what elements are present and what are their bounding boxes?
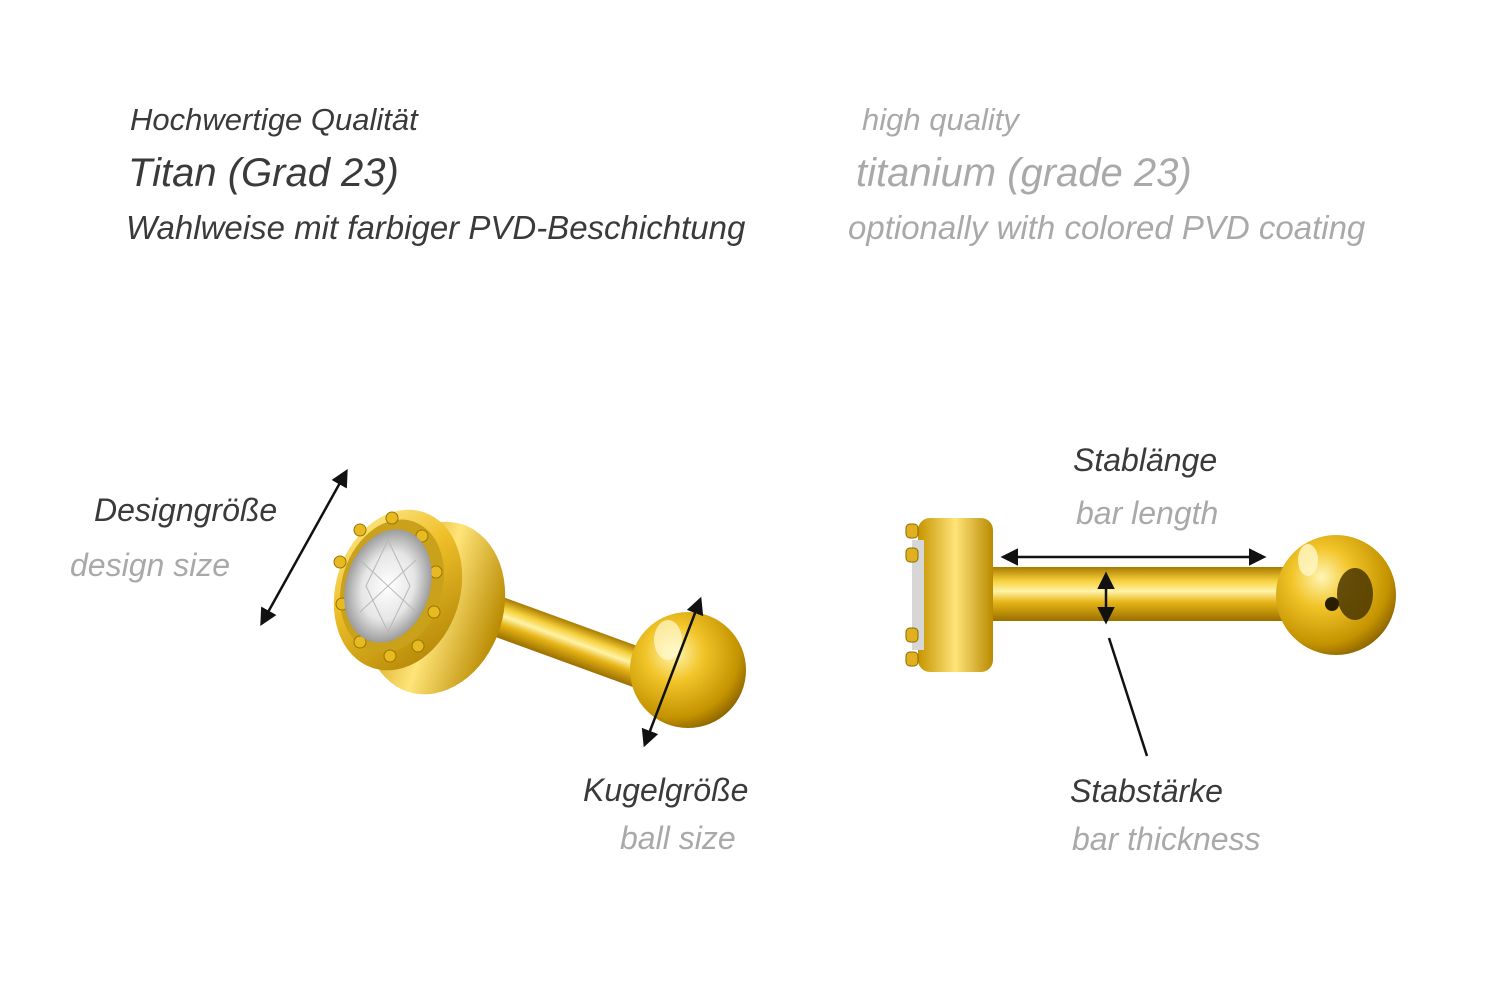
design-size-arrow xyxy=(260,468,348,627)
right-piercing xyxy=(905,518,1396,672)
header-material-en: titanium (grade 23) xyxy=(856,151,1192,195)
right-head xyxy=(918,518,993,672)
right-bar xyxy=(985,567,1285,621)
bar-thickness-pointer xyxy=(1107,637,1149,757)
label-design-size-en: design size xyxy=(70,547,231,583)
header-coating-en: optionally with colored PVD coating xyxy=(848,209,1366,246)
label-design-size-de: Designgröße xyxy=(94,492,278,528)
label-bar-length-de: Stablänge xyxy=(1073,442,1218,478)
label-bar-thickness-de: Stabstärke xyxy=(1070,773,1223,809)
label-ball-size-de: Kugelgröße xyxy=(583,772,749,808)
label-ball-size-en: ball size xyxy=(620,820,736,856)
header-quality-de: Hochwertige Qualität xyxy=(130,102,418,137)
header-coating-de: Wahlweise mit farbiger PVD-Beschichtung xyxy=(126,209,746,246)
left-piercing xyxy=(333,509,746,728)
right-ball xyxy=(1276,535,1396,655)
header-quality-en: high quality xyxy=(862,102,1019,137)
label-bar-thickness-en: bar thickness xyxy=(1072,821,1261,857)
header-material-de: Titan (Grad 23) xyxy=(128,151,399,195)
label-bar-length-en: bar length xyxy=(1076,495,1219,531)
ball-size-arrow xyxy=(641,596,704,748)
